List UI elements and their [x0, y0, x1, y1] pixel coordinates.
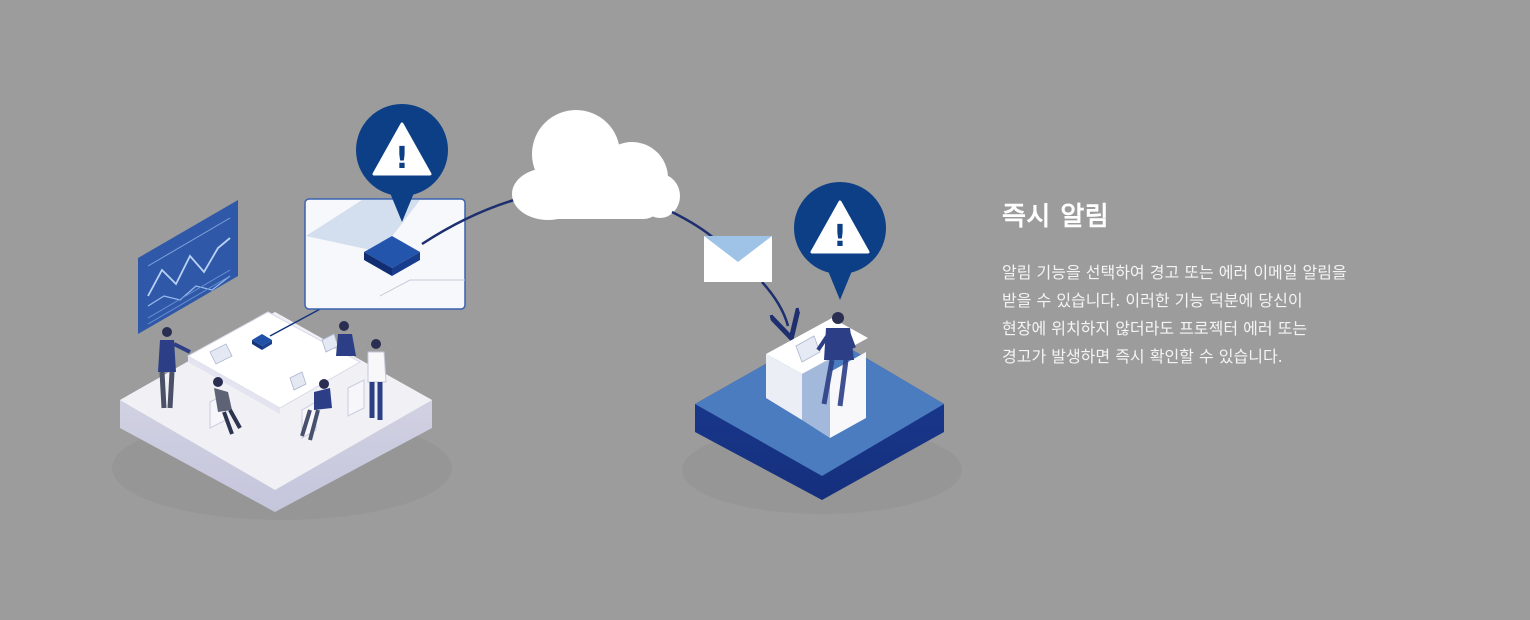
projector-device-icon [364, 236, 420, 276]
meeting-scene: ! [112, 104, 466, 520]
person-standing-right [367, 339, 387, 420]
feature-description-block: 즉시 알림 알림 기능을 선택하여 경고 또는 에러 이메일 알림을 받을 수 … [1002, 196, 1422, 371]
workstation-scene: ! [682, 182, 962, 514]
person-woman [336, 321, 356, 356]
link-cloud-to-mail [671, 210, 717, 241]
link-device-to-cloud [421, 198, 515, 246]
chart-board [138, 200, 238, 334]
person-presenter [158, 327, 191, 409]
warning-triangle-icon: ! [356, 104, 448, 222]
link-mail-to-person [761, 281, 788, 326]
warning-triangle-icon-right: ! [794, 182, 886, 300]
description-line-3: 현장에 위치하지 않더라도 프로젝터 에러 또는 [1002, 319, 1308, 338]
feature-title: 즉시 알림 [1002, 202, 1110, 232]
person-at-desk [816, 312, 856, 407]
description-line-4: 경고가 발생하면 즉시 확인할 수 있습니다. [1002, 347, 1283, 366]
description-line-2: 받을 수 있습니다. 이러한 기능 덕분에 당신이 [1002, 291, 1303, 310]
person-seated-right [300, 379, 332, 441]
person-seated-left [213, 377, 242, 435]
right-alert-symbol: ! [833, 219, 847, 254]
left-alert-symbol: ! [395, 141, 409, 176]
projector-device-small [252, 334, 272, 350]
envelope-icon [704, 236, 772, 282]
cloud-icon [512, 110, 680, 220]
device-zoom-callout [304, 198, 466, 310]
description-line-1: 알림 기능을 선택하여 경고 또는 에러 이메일 알림을 [1002, 263, 1347, 282]
